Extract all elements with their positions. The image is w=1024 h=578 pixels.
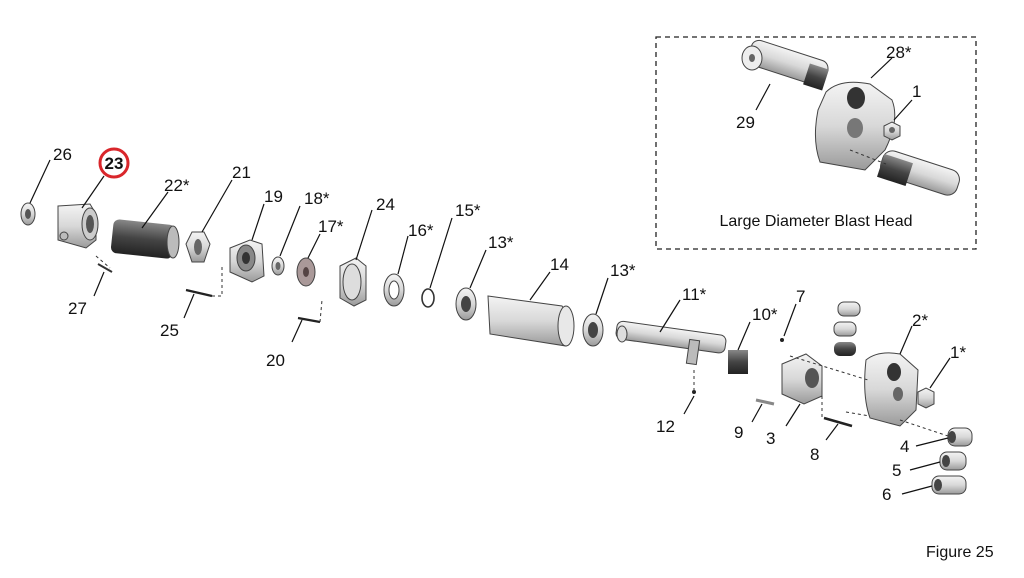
part-2-blast-head — [864, 352, 919, 427]
label-inset-29: 29 — [736, 113, 755, 132]
label-3: 3 — [766, 429, 775, 448]
part-15-snap-ring — [421, 288, 435, 308]
assembly-lines — [95, 255, 949, 437]
label-6: 6 — [882, 485, 891, 504]
part-16-washer — [383, 273, 405, 307]
label-25: 25 — [160, 321, 179, 340]
part-26-washer — [20, 202, 36, 226]
part-13-bearing-a — [455, 287, 477, 321]
part-27-pin — [97, 263, 113, 273]
label-12: 12 — [656, 417, 675, 436]
part-3-hub — [781, 353, 823, 405]
label-19: 19 — [264, 187, 283, 206]
inset-blast-head-28 — [814, 81, 896, 171]
inset-large-diameter-blast-head: Large Diameter Blast Head 28* 1 29 — [655, 36, 977, 250]
label-11: 11* — [682, 285, 707, 304]
part-17-plate — [296, 257, 316, 287]
part-8-screw — [823, 416, 853, 428]
label-27: 27 — [68, 299, 87, 318]
label-22: 22* — [164, 176, 190, 195]
part-10-gear — [728, 350, 748, 374]
figure-caption: Figure 25 — [926, 544, 994, 561]
inset-shaft-29 — [741, 39, 829, 91]
part-21-hex-nut — [185, 231, 211, 263]
part-11-shaft — [615, 320, 727, 366]
callout-labels: 26 23 22* 21 19 18* 17* 24 16* 15* 13* 1… — [29, 145, 966, 504]
label-20: 20 — [266, 351, 285, 370]
label-23: 23 — [105, 154, 124, 173]
part-18-oring — [271, 256, 285, 276]
label-16: 16* — [408, 221, 434, 240]
inset-caption: Large Diameter Blast Head — [720, 213, 913, 230]
highlight-ring — [98, 147, 130, 179]
nozzle-stack-top — [833, 301, 861, 356]
label-17: 17* — [318, 217, 344, 236]
label-inset-28: 28* — [886, 43, 912, 62]
part-22-sleeve — [110, 219, 180, 259]
part-7-screw — [780, 338, 784, 342]
label-9: 9 — [734, 423, 743, 442]
part-9-pin — [755, 398, 775, 406]
part-12-pin — [692, 390, 696, 394]
label-2: 2* — [912, 311, 928, 330]
inset-nut-1 — [883, 121, 901, 141]
label-21: 21 — [232, 163, 251, 182]
part-14-housing-tube — [487, 295, 575, 347]
label-18: 18* — [304, 189, 330, 208]
part-13-bearing-b — [582, 313, 604, 347]
part-5-nozzle — [939, 451, 967, 471]
label-5: 5 — [892, 461, 901, 480]
label-15: 15* — [455, 201, 481, 220]
part-24-collar — [339, 257, 367, 307]
label-13a: 13* — [488, 233, 514, 252]
part-20-screw — [297, 316, 321, 324]
part-25-screw — [185, 288, 213, 298]
label-1: 1* — [950, 343, 966, 362]
label-13b: 13* — [610, 261, 636, 280]
part-19-housing — [229, 239, 265, 283]
label-26: 26 — [53, 145, 72, 164]
label-7: 7 — [796, 287, 805, 306]
label-8: 8 — [810, 445, 819, 464]
inset-shaft-lower — [877, 150, 960, 196]
label-24: 24 — [376, 195, 395, 214]
label-inset-1: 1 — [912, 82, 921, 101]
label-14: 14 — [550, 255, 569, 274]
part-6-nozzle — [931, 475, 967, 495]
part-4-nozzle — [947, 427, 973, 447]
label-10: 10* — [752, 305, 778, 324]
part-1-nut — [917, 387, 935, 409]
label-4: 4 — [900, 437, 909, 456]
part-23-coupling — [57, 203, 99, 249]
